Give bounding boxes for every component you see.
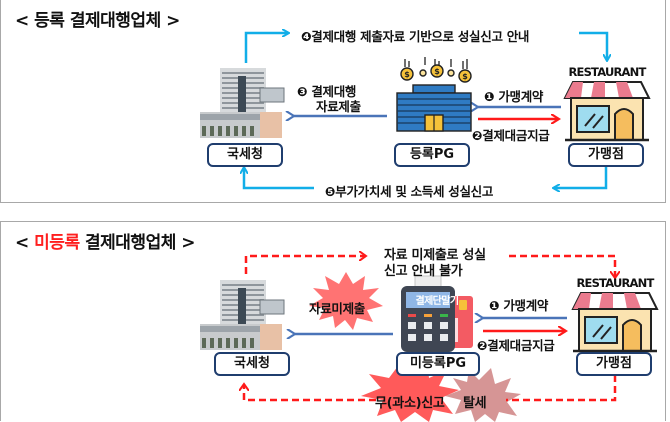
title-bracket-left: < [15, 11, 35, 31]
step3-label-line1: ❸ 결제대행 [297, 84, 357, 99]
merchant-box: 가맹점 [576, 352, 652, 376]
no-guide-label-line2: 신고 안내 불가 [384, 264, 463, 279]
no-guide-label-line1: 자료 미제출로 성실 [384, 248, 486, 263]
burst-no-submit [309, 272, 383, 330]
burst-evasion-a [361, 360, 459, 422]
arrow-no-guide-left [244, 256, 366, 274]
svg-text:$: $ [434, 67, 440, 76]
restaurant-sign: RESTAURANT [568, 65, 646, 79]
arrow-step5-right [554, 163, 608, 188]
svg-text:$: $ [404, 70, 410, 79]
card-terminal-icon: 결제단말기 [401, 275, 473, 352]
evasion-label-b: 탈세 [463, 396, 487, 411]
pg-building-coins-icon: $ $ $ [396, 57, 472, 132]
arrow-evasion-left [244, 384, 376, 402]
title-bracket-right: > [160, 11, 180, 31]
restaurant-sign: RESTAURANT [576, 276, 654, 290]
step2-label: ❷결제대금지급 [477, 338, 555, 353]
arrow-step5-left [244, 168, 314, 190]
burst-evasion-b [445, 368, 521, 422]
nts-box: 국세청 [214, 352, 290, 376]
no-submit-label: 자료미제출 [309, 301, 366, 316]
registered-pg-panel: < 등록 결제대행업체 > [0, 0, 666, 203]
step4-label: ❹결제대행 제출자료 기반으로 성실신고 안내 [301, 29, 530, 44]
registered-flow-arrows [1, 0, 667, 203]
arrow-step4-right [579, 31, 607, 60]
title-text: 결제대행업체 [79, 233, 176, 253]
unregistered-panel-title: < 미등록 결제대행업체 > [15, 228, 196, 253]
pg-box: 등록PG [394, 143, 470, 167]
step1-label: ❶ 가맹계약 [484, 89, 544, 104]
nts-building-icon [200, 280, 285, 350]
step5-label: ❺부가가치세 및 소득세 성실신고 [325, 184, 494, 199]
evasion-label-a: 무(과소)신고 [375, 396, 445, 411]
step2-label: ❷결제대금지급 [472, 128, 550, 143]
svg-text:$: $ [462, 72, 468, 81]
restaurant-icon: RESTAURANT [571, 276, 659, 353]
registered-panel-title: < 등록 결제대행업체 > [15, 6, 180, 31]
step1-label: ❶ 가맹계약 [489, 298, 549, 313]
unregistered-flow-arrows [1, 222, 667, 422]
merchant-box: 가맹점 [568, 143, 644, 167]
pg-box: 미등록PG [396, 352, 480, 376]
nts-box: 국세청 [207, 143, 283, 167]
title-highlight: 미등록 [34, 233, 80, 253]
title-bracket-right: > [175, 233, 196, 253]
arrow-evasion-right [506, 375, 617, 402]
step3-label-line2: 자료제출 [316, 99, 361, 114]
arrow-step4-left [244, 33, 288, 63]
unregistered-pg-panel: < 미등록 결제대행업체 > [0, 221, 667, 422]
title-bracket-left: < [15, 233, 35, 253]
arrow-no-guide-right [509, 254, 615, 278]
title-text: 등록 결제대행업체 [34, 11, 161, 31]
terminal-screen-text: 결제단말기 [415, 294, 458, 307]
nts-building-icon [200, 68, 285, 138]
restaurant-icon: RESTAURANT [563, 65, 651, 142]
